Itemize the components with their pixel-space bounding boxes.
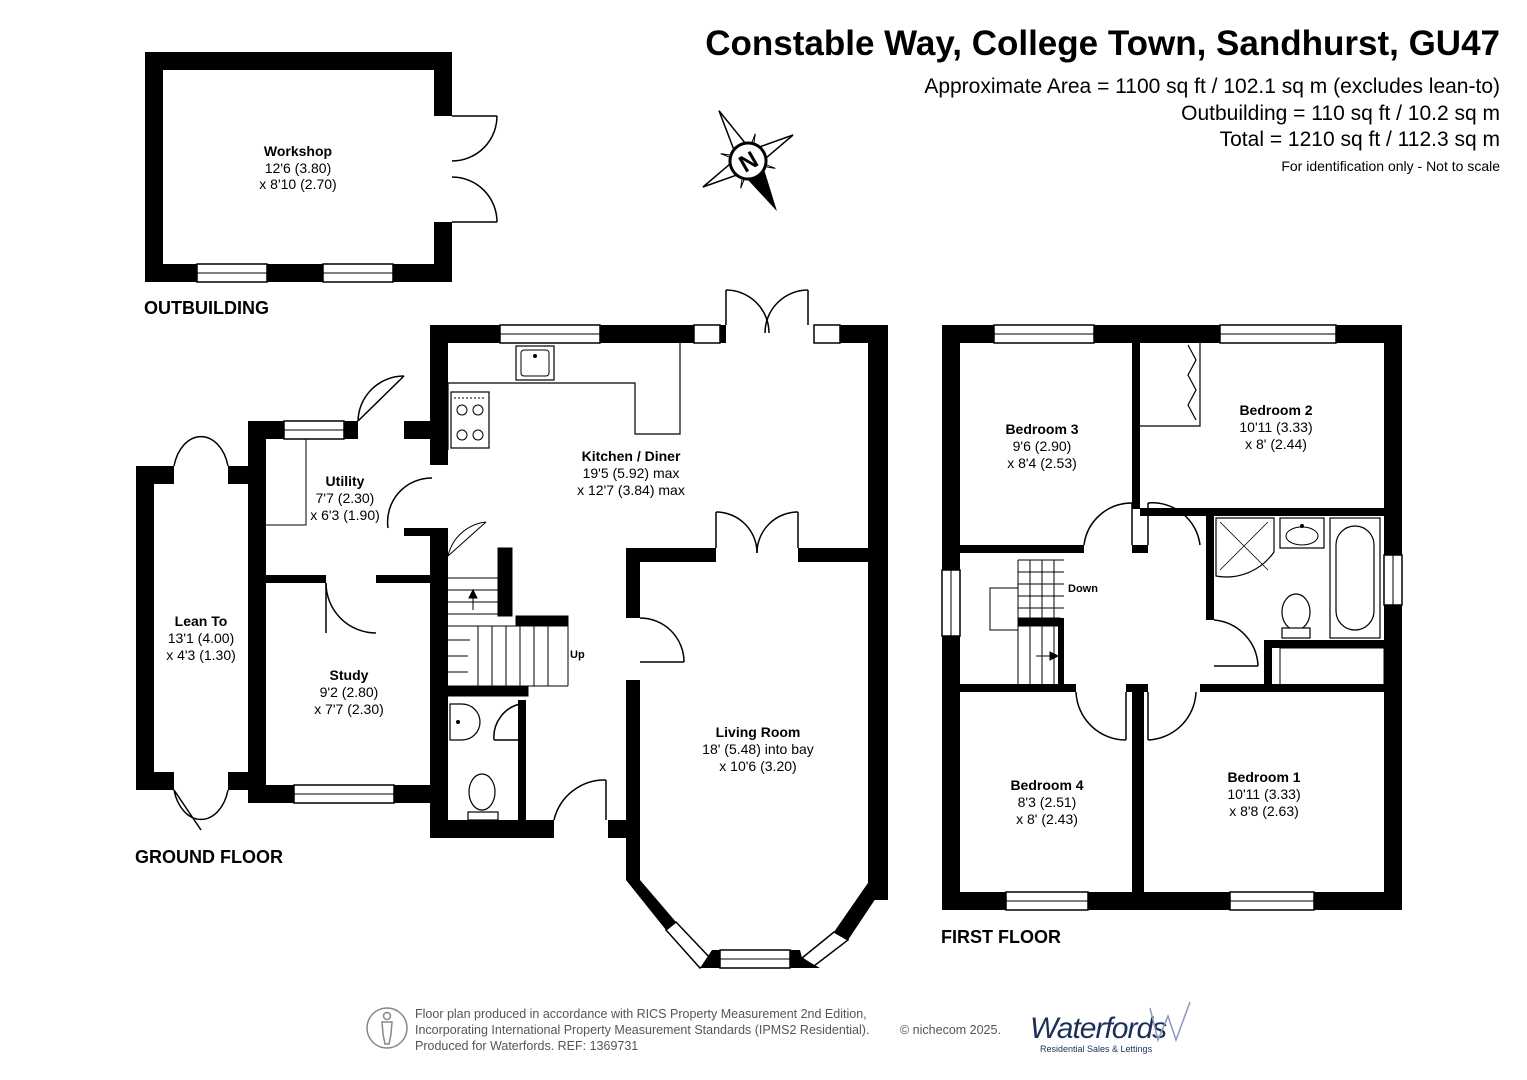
door-icon [325, 375, 433, 634]
window-icon [293, 784, 395, 804]
footer-line-3: Produced for Waterfords. REF: 1369731 [415, 1039, 638, 1053]
basin-icon [1279, 517, 1325, 549]
room-name-utility: Utility [326, 473, 365, 489]
window-icon [196, 263, 268, 283]
window-icon [941, 569, 961, 637]
basin-icon [449, 703, 481, 741]
window-icon [283, 420, 345, 440]
door-icon [725, 289, 809, 334]
first-floor-plan [941, 324, 1403, 911]
hob-icon [450, 391, 490, 449]
window-icon [322, 263, 394, 283]
room-dim-kitchen: 19'5 (5.92) max [583, 465, 680, 481]
room-dim-bedroom-3-2: x 8'4 (2.53) [1007, 455, 1077, 471]
stairs-down-label: Down [1068, 583, 1098, 595]
room-dim-study-2: x 7'7 (2.30) [314, 701, 384, 717]
room-dim-bedroom-4: 8'3 (2.51) [1018, 794, 1077, 810]
room-dim-living-room: 18' (5.48) into bay [702, 741, 814, 757]
room-dim-bedroom-3: 9'6 (2.90) [1013, 438, 1072, 454]
room-name-lean-to: Lean To [175, 613, 228, 629]
window-icon [993, 324, 1095, 344]
footer-line-1: Floor plan produced in accordance with R… [415, 1007, 867, 1021]
room-name-study: Study [330, 667, 369, 683]
brand-tagline: Residential Sales & Lettings [1040, 1044, 1153, 1054]
window-icon [693, 324, 721, 344]
toilet-icon [467, 773, 499, 821]
floor-label-ground: GROUND FLOOR [135, 847, 283, 867]
window-icon [719, 949, 791, 969]
door-icon [451, 115, 498, 223]
room-name-bedroom-2: Bedroom 2 [1239, 402, 1312, 418]
door-icon [639, 511, 799, 663]
window-icon [1383, 554, 1403, 606]
brand-logo: Waterfords Residential Sales & Lettings [1030, 1001, 1191, 1054]
window-icon [499, 324, 601, 344]
room-dim-lean-to: 13'1 (4.00) [168, 630, 235, 646]
door-icon [1075, 502, 1259, 741]
room-name-kitchen: Kitchen / Diner [582, 448, 681, 464]
ground-floor-plan [136, 289, 888, 969]
staircase [447, 521, 569, 697]
page-title: Constable Way, College Town, Sandhurst, … [705, 24, 1500, 63]
window-icon [1005, 891, 1089, 911]
room-dim-bedroom-4-2: x 8' (2.43) [1016, 811, 1078, 827]
footer-line-2: Incorporating International Property Mea… [415, 1023, 869, 1037]
outbuilding-plan [145, 52, 498, 283]
room-name-living-room: Living Room [716, 724, 801, 740]
room-name-bedroom-3: Bedroom 3 [1005, 421, 1078, 437]
room-dim-bedroom-1: 10'11 (3.33) [1227, 786, 1300, 802]
toilet-icon [1281, 593, 1311, 639]
room-dim-workshop-2: x 8'10 (2.70) [259, 176, 336, 192]
window-icon [1229, 891, 1315, 911]
room-dim-living-room-2: x 10'6 (3.20) [719, 758, 796, 774]
room-dim-workshop: 12'6 (3.80) [265, 160, 332, 176]
brand-name: Waterfords [1030, 1012, 1167, 1045]
shower-icon [1215, 517, 1275, 578]
copyright: © nichecom 2025. [900, 1023, 1001, 1037]
room-dim-lean-to-2: x 4'3 (1.30) [166, 647, 236, 663]
room-name-bedroom-1: Bedroom 1 [1227, 769, 1300, 785]
staircase [989, 559, 1064, 684]
total-area: Total = 1210 sq ft / 112.3 sq m [1220, 128, 1500, 151]
window-icon [1219, 324, 1337, 344]
room-dim-bedroom-1-2: x 8'8 (2.63) [1229, 803, 1299, 819]
window-icon [813, 324, 841, 344]
room-dim-bedroom-2-2: x 8' (2.44) [1245, 436, 1307, 452]
room-dim-utility-2: x 6'3 (1.90) [310, 507, 380, 523]
floor-label-first: FIRST FLOOR [941, 927, 1061, 947]
outbuilding-area: Outbuilding = 110 sq ft / 10.2 sq m [1181, 102, 1500, 125]
stairs-up-label: Up [570, 649, 585, 661]
floor-label-outbuilding: OUTBUILDING [144, 298, 269, 318]
brand-w-icon [1149, 1001, 1191, 1043]
ipms-person-icon [366, 1007, 408, 1049]
room-name-bedroom-4: Bedroom 4 [1010, 777, 1083, 793]
door-icon [493, 703, 607, 821]
sink-icon [515, 345, 555, 381]
room-dim-utility: 7'7 (2.30) [316, 490, 375, 506]
approximate-area: Approximate Area = 1100 sq ft / 102.1 sq… [924, 75, 1500, 98]
room-name-workshop: Workshop [264, 143, 332, 159]
room-dim-kitchen-2: x 12'7 (3.84) max [577, 482, 685, 498]
bath-icon [1329, 517, 1381, 639]
room-dim-study: 9'2 (2.80) [320, 684, 379, 700]
disclaimer: For identification only - Not to scale [1281, 158, 1500, 174]
door-icon [173, 435, 229, 831]
room-dim-bedroom-2: 10'11 (3.33) [1239, 419, 1312, 435]
compass-icon [702, 110, 794, 212]
